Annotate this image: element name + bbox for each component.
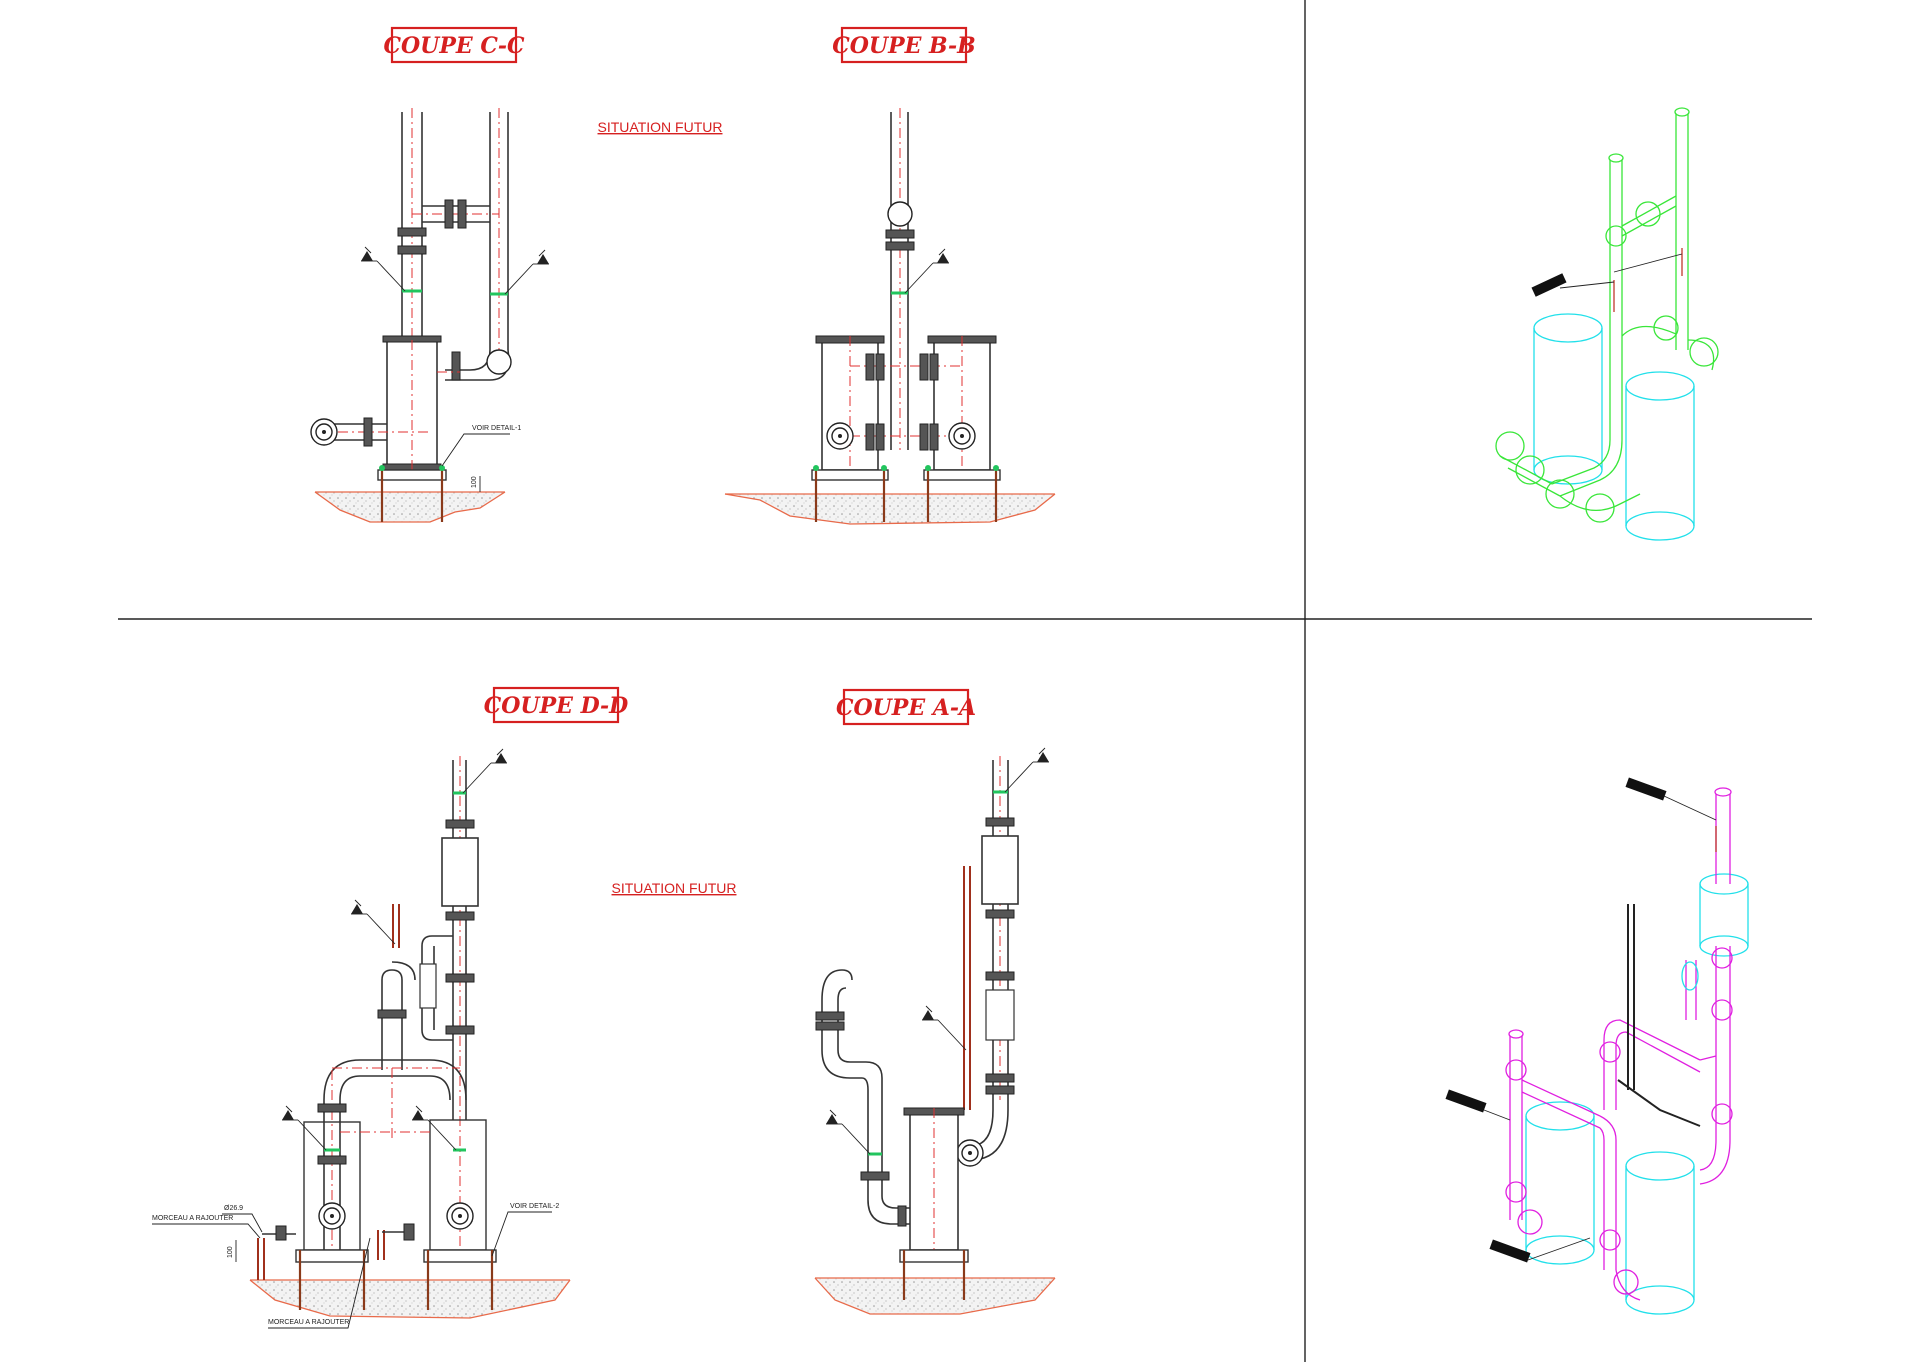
title-coupe-b-b: COUPE B-B bbox=[832, 26, 976, 64]
section-a-a-drawing bbox=[814, 747, 1056, 1315]
diameter-label: Ø26.9 bbox=[224, 1205, 243, 1212]
svg-text:COUPE B-B: COUPE B-B bbox=[832, 33, 976, 59]
svg-text:COUPE A-A: COUPE A-A bbox=[836, 695, 976, 721]
voir-detail-2-label: VOIR DETAIL-2 bbox=[510, 1203, 559, 1210]
title-coupe-d-d: COUPE D-D bbox=[484, 686, 629, 724]
morceau-a-rajouter-label-1: MORCEAU A RAJOUTER bbox=[152, 1215, 233, 1222]
situation-futur-bottom: SITUATION FUTUR bbox=[612, 880, 737, 896]
title-coupe-c-c: COUPE C-C bbox=[384, 26, 525, 64]
section-d-d-drawing: MORCEAU A RAJOUTER Ø26.9 100 MORCEAU A R… bbox=[152, 748, 571, 1329]
dimension-bottom: 100 bbox=[227, 1246, 234, 1258]
title-coupe-a-a: COUPE A-A bbox=[836, 688, 976, 726]
svg-text:COUPE C-C: COUPE C-C bbox=[384, 33, 525, 59]
isometric-view-bottom bbox=[1445, 777, 1749, 1315]
morceau-a-rajouter-label-2: MORCEAU A RAJOUTER bbox=[268, 1319, 349, 1326]
svg-text:COUPE D-D: COUPE D-D bbox=[484, 693, 629, 719]
voir-detail-1-label: VOIR DETAIL-1 bbox=[472, 425, 521, 432]
isometric-view-top bbox=[1495, 107, 1719, 541]
section-b-b-drawing bbox=[724, 108, 1056, 525]
dimension-top: 100 bbox=[471, 476, 478, 488]
situation-futur-top: SITUATION FUTUR bbox=[598, 119, 723, 135]
section-c-c-drawing: VOIR DETAIL-1 100 bbox=[310, 108, 550, 523]
